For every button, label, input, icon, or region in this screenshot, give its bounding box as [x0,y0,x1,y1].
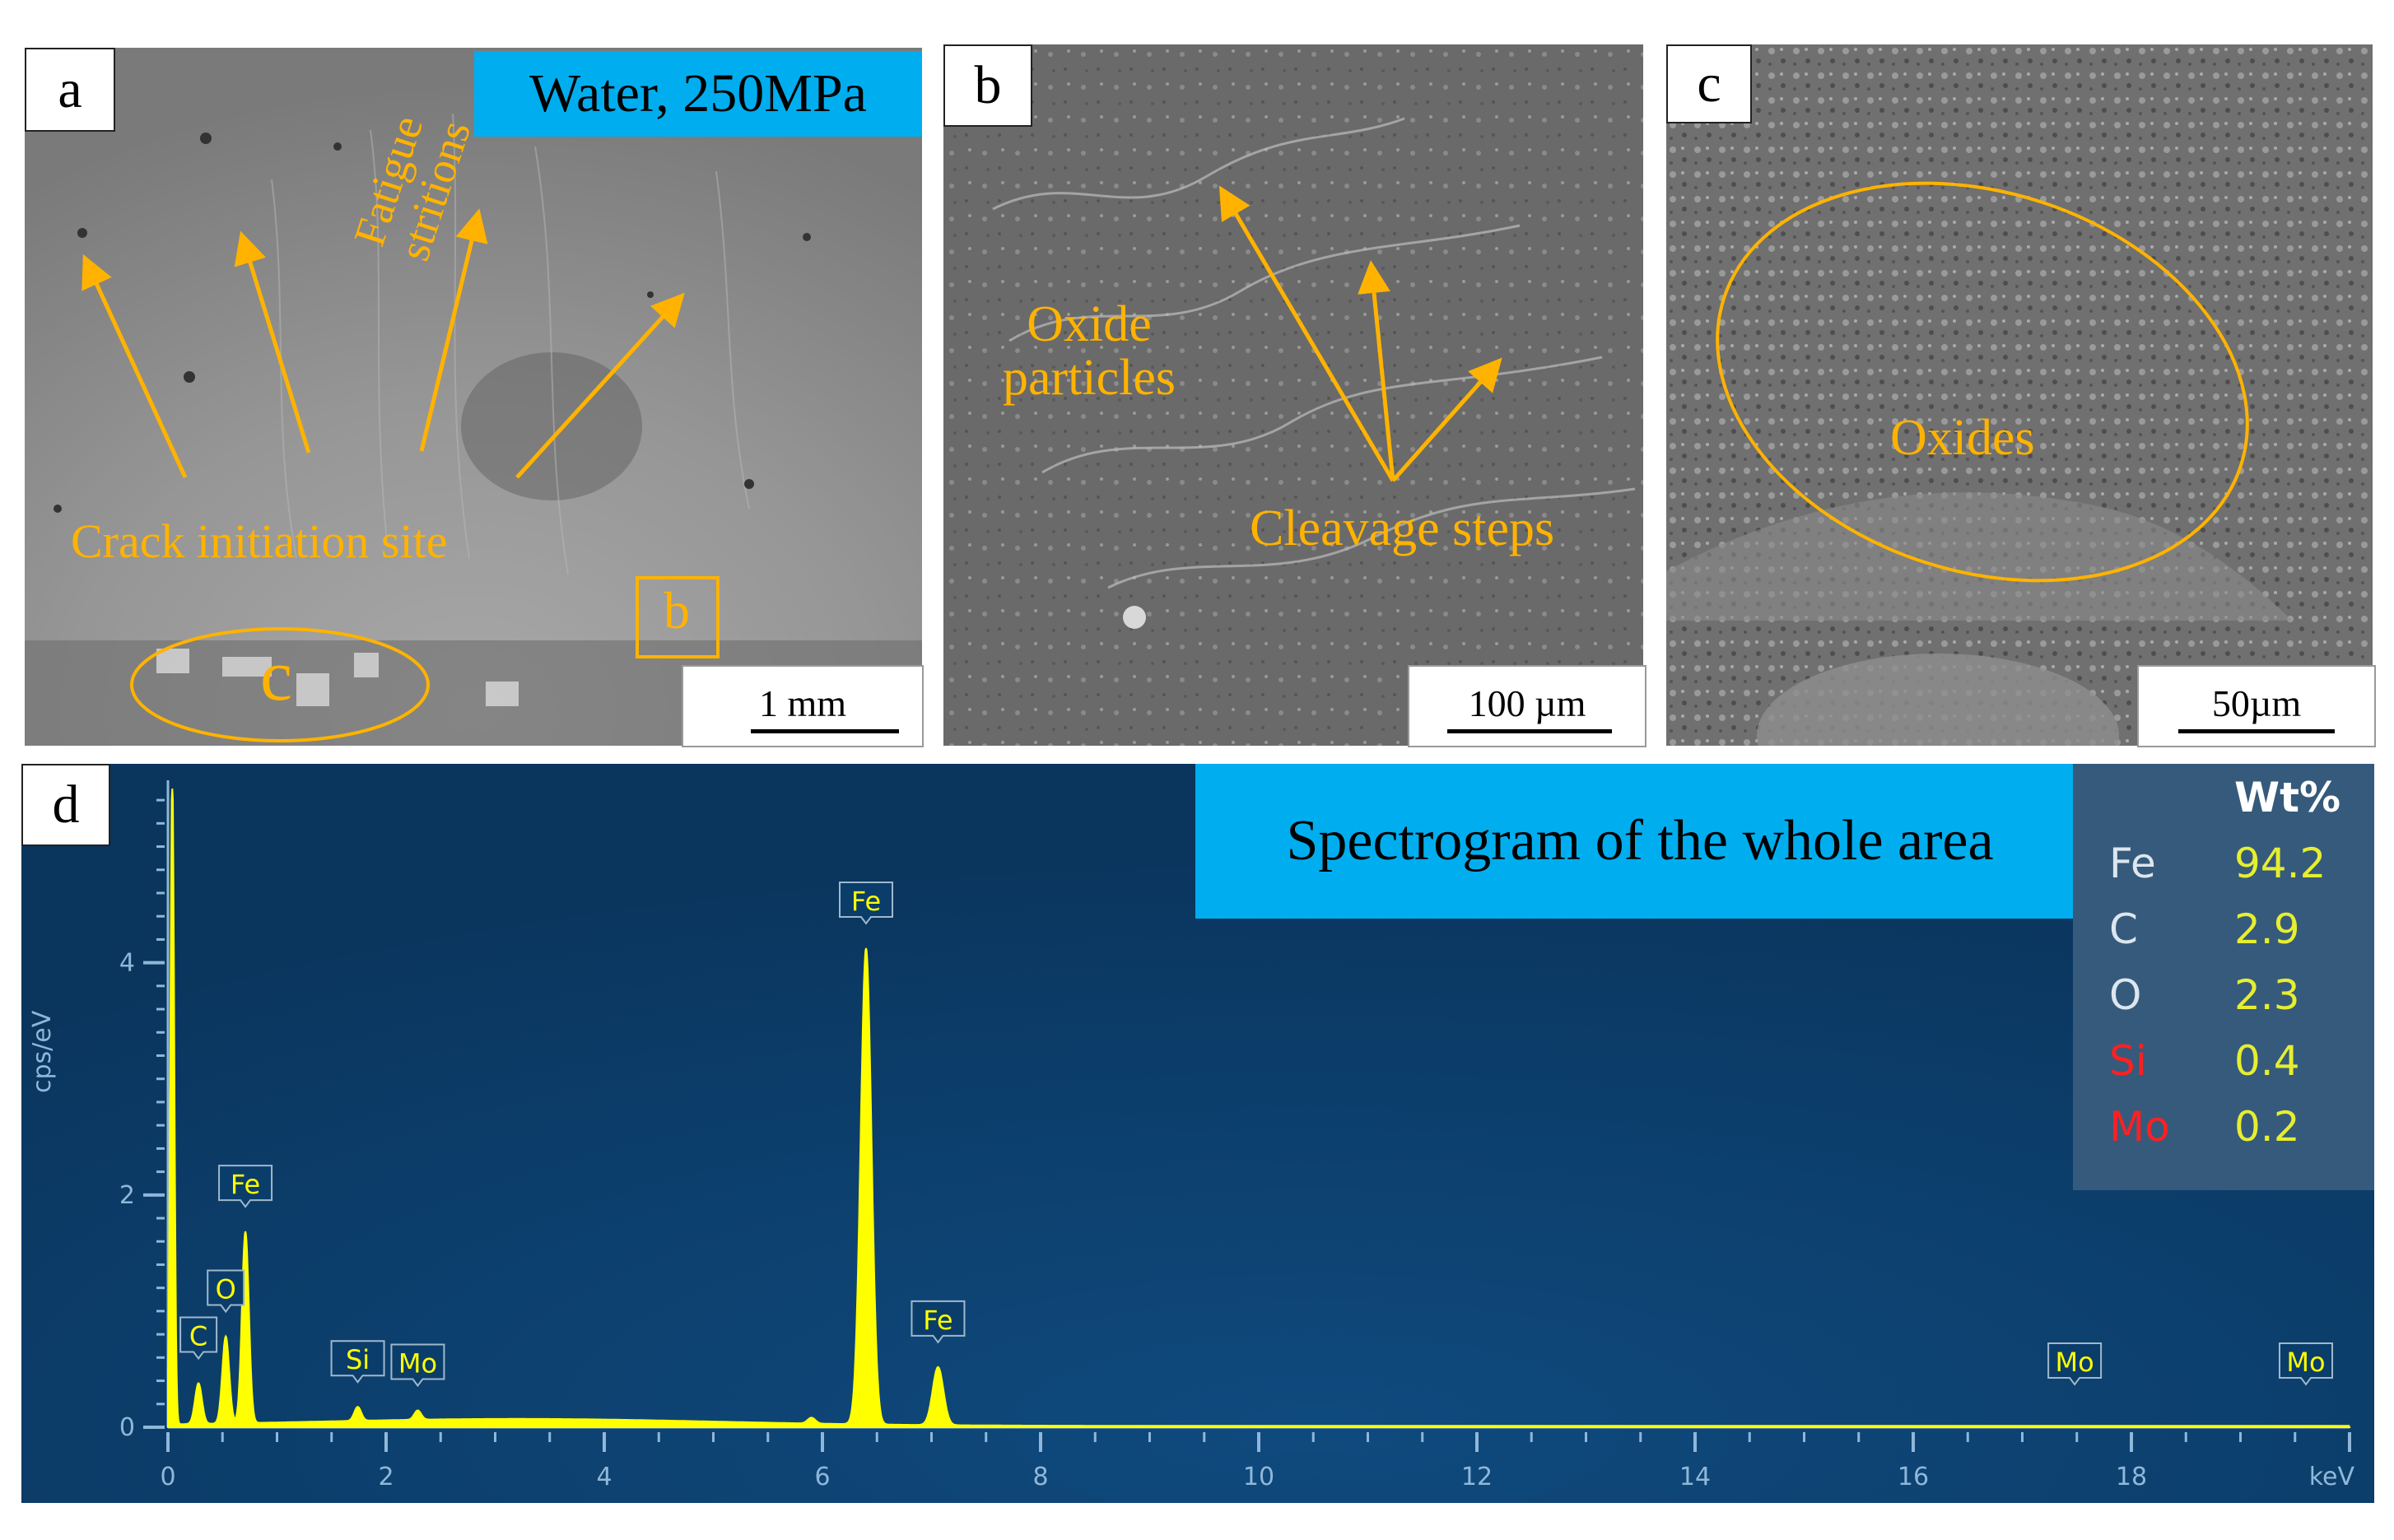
peak-tag-si: Si [330,1340,385,1384]
composition-element-o: O [2109,971,2142,1019]
composition-value-c: 2.9 [2234,905,2300,953]
scalebar-b-text: 100 µm [1468,682,1586,724]
annotation-arrows-a [82,208,720,742]
y-tick-label: 0 [119,1413,135,1442]
peak-tag-mo: Mo [390,1343,445,1388]
peak-tag-c: C [179,1316,218,1361]
panel-b: Oxide particles Cleavage steps [943,44,1643,746]
y-tick-label: 2 [119,1181,135,1210]
x-tick-label: 0 [160,1463,175,1491]
peak-tag-fe: Fe [218,1165,273,1208]
composition-value-mo: 0.2 [2234,1103,2300,1151]
scalebar-c-line [2178,729,2335,733]
sem-image-a [25,48,922,746]
cleavage-steps-label: Cleavage steps [1250,500,1555,556]
annotation-arrows-b [1218,185,1502,482]
peak-tag-text: C [189,1321,207,1352]
scalebar-b-line [1447,729,1612,733]
condition-label: Water, 250MPa [474,51,922,137]
peak-tag-text: O [216,1274,236,1305]
composition-value-fe: 94.2 [2234,840,2326,887]
composition-element-fe: Fe [2109,840,2156,887]
composition-element-mo: Mo [2109,1103,2170,1151]
inset-b-label: b [664,581,690,640]
peak-tag-fe: Fe [839,881,893,925]
composition-element-c: C [2109,905,2138,953]
composition-value-si: 0.4 [2234,1037,2300,1085]
spectrum-title: Spectrogram of the whole area [1195,764,2084,919]
oxides-label: Oxides [1890,410,2035,466]
x-tick-label: 18 [2116,1463,2147,1491]
scalebar-c-text: 50µm [2211,682,2302,724]
x-tick-label: 16 [1898,1463,1929,1491]
panel-a: Water, 250MPa Fatigue stritions Crack in… [25,48,922,746]
panel-label-c: c [1666,44,1752,123]
peak-tag-text: Fe [231,1169,260,1200]
peak-tag-text: Mo [2286,1347,2325,1378]
peak-tag-fe: Fe [911,1300,966,1344]
scalebar-a-text: 1 mm [758,682,847,724]
panel-label-a: a [25,48,115,132]
composition-value-o: 2.3 [2234,971,2300,1019]
scalebar-a-line [751,729,899,733]
x-axis-label: keV [2309,1463,2355,1491]
x-tick-label: 10 [1243,1463,1274,1491]
y-axis-label: cps/eV [28,1010,57,1093]
crack-initiation-label: Crack initiation site [71,514,448,568]
peak-tag-mo: Mo [2047,1342,2103,1386]
oxides-outline [1716,181,2249,583]
oxide-particles-label: Oxide particles [1003,296,1176,407]
x-tick-label: 8 [1032,1463,1048,1491]
spectrum-trace [167,788,2351,1428]
y-tick-label: 4 [119,949,135,978]
peak-tag-text: Mo [398,1348,437,1379]
x-tick-label: 14 [1679,1463,1711,1491]
x-tick-label: 12 [1461,1463,1493,1491]
composition-header: Wt% [2234,774,2341,821]
peak-tag-o: O [207,1269,245,1314]
x-tick-label: 6 [814,1463,830,1491]
x-tick-label: 4 [596,1463,612,1491]
scalebar-b: 100 µm [1408,665,1646,747]
inset-c-label: c [260,636,293,716]
panel-label-b: b [943,44,1032,127]
panel-c: Oxides [1666,44,2373,746]
peak-tag-text: Fe [851,886,881,917]
scalebar-c: 50µm [2137,665,2376,747]
sem-image-c [1666,44,2373,746]
peak-tag-text: Si [346,1344,370,1375]
peak-tag-text: Fe [923,1305,952,1336]
composition-element-si: Si [2109,1037,2147,1085]
scalebar-a: 1 mm [682,665,924,747]
sem-image-b [943,44,1643,746]
panel-label-d: d [21,764,110,846]
x-tick-label: 2 [378,1463,394,1491]
peak-tag-mo: Mo [2279,1342,2333,1386]
peak-tag-text: Mo [2056,1347,2094,1378]
